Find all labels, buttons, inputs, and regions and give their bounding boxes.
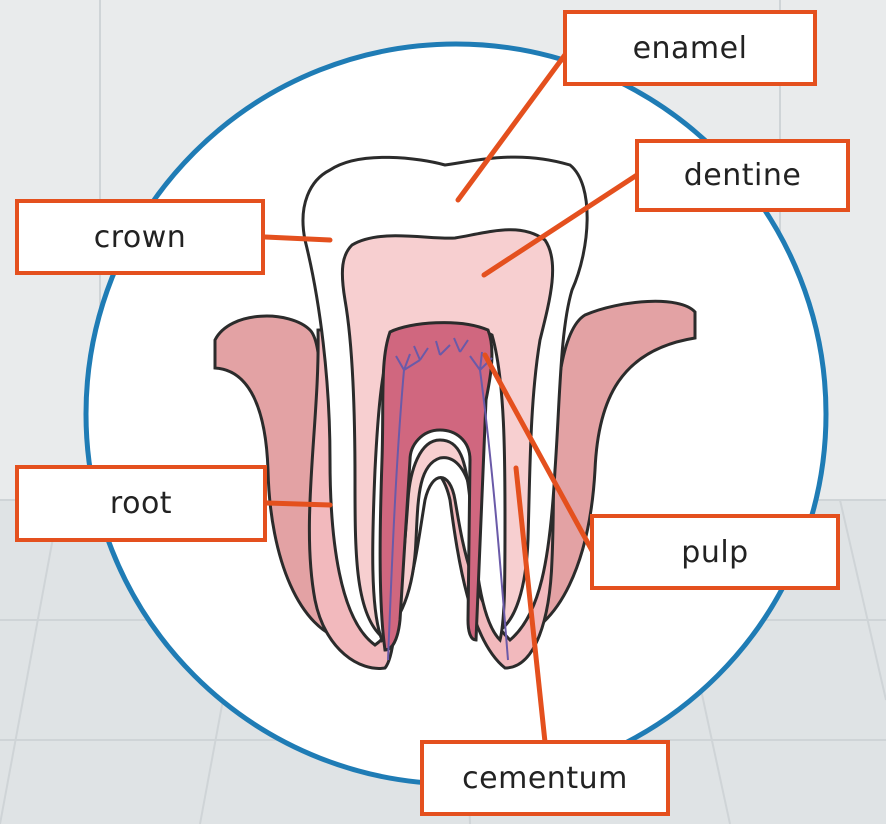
label-pulp: pulp [590,514,840,590]
leader-line-root [267,503,330,505]
label-dentine: dentine [635,139,850,212]
label-enamel: enamel [563,10,817,86]
leader-line-crown [265,237,330,240]
label-root: root [15,465,267,542]
label-cementum: cementum [420,740,670,816]
label-crown: crown [15,199,265,275]
